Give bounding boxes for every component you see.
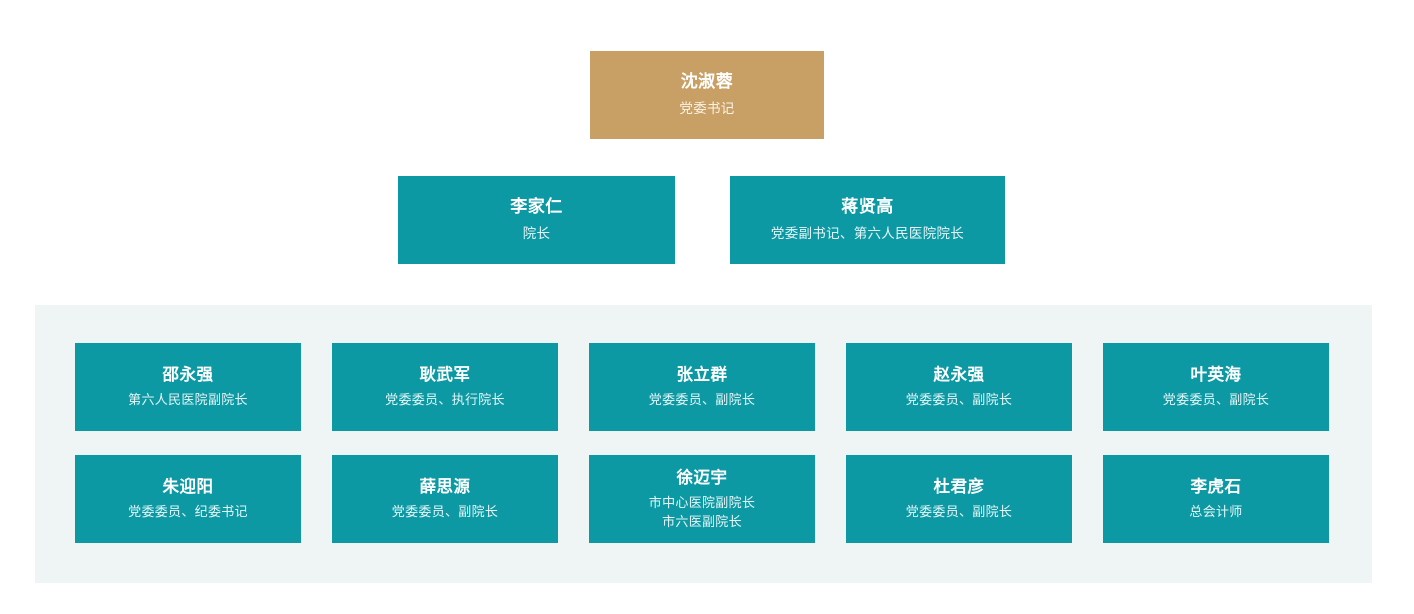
person-title-line: 第六人民医院副院长 [128, 392, 248, 408]
person-name: 李虎石 [1190, 478, 1242, 497]
person-name: 耿武军 [419, 366, 471, 385]
person-title-line: 总会计师 [1189, 504, 1243, 520]
person-title: 院长 [523, 225, 551, 243]
person-name: 薛思源 [419, 478, 471, 497]
person-title: 党委书记 [679, 100, 734, 118]
person-title-line: 党委委员、副院长 [648, 392, 756, 408]
org-level-1-row: 沈淑蓉 党委书记 [0, 51, 1414, 139]
org-card-level3-3[interactable]: 赵永强 党委委员、副院长 [846, 343, 1072, 431]
person-title: 党委委员、纪委书记 [128, 503, 248, 521]
org-level-2-row: 李家仁 院长 蒋贤高 党委副书记、第六人民医院院长 [398, 176, 1005, 264]
person-title: 党委委员、副院长 [649, 391, 755, 409]
person-title: 党委委员、副院长 [906, 391, 1012, 409]
person-title-line: 市六医副院长 [662, 513, 742, 529]
org-card-level3-1[interactable]: 耿武军 党委委员、执行院长 [332, 343, 558, 431]
person-title-line: 党委委员、执行院长 [385, 392, 505, 408]
person-title-line: 党委委员、纪委书记 [128, 504, 248, 520]
org-card-level3-9[interactable]: 李虎石 总会计师 [1103, 455, 1329, 543]
org-card-level3-2[interactable]: 张立群 党委委员、副院长 [589, 343, 815, 431]
person-name: 邵永强 [162, 366, 214, 385]
person-title-line: 党委书记 [679, 101, 735, 117]
person-title: 党委委员、执行院长 [385, 391, 505, 409]
org-card-level1-0[interactable]: 沈淑蓉 党委书记 [590, 51, 824, 139]
person-title: 市中心医院副院长 市六医副院长 [649, 494, 755, 531]
person-name: 杜君彦 [933, 478, 985, 497]
org-card-level2-0[interactable]: 李家仁 院长 [398, 176, 675, 264]
person-title-line: 党委委员、副院长 [1162, 392, 1270, 408]
person-title-line: 院长 [522, 226, 551, 242]
org-card-level3-8[interactable]: 杜君彦 党委委员、副院长 [846, 455, 1072, 543]
org-card-level2-1[interactable]: 蒋贤高 党委副书记、第六人民医院院长 [730, 176, 1005, 264]
person-title: 第六人民医院副院长 [128, 391, 248, 409]
person-name: 赵永强 [933, 366, 985, 385]
person-title-line: 党委副书记、第六人民医院院长 [770, 226, 965, 242]
person-title-line: 市中心医院副院长 [648, 495, 756, 511]
org-card-level3-4[interactable]: 叶英海 党委委员、副院长 [1103, 343, 1329, 431]
person-name: 张立群 [676, 366, 728, 385]
person-title-line: 党委委员、副院长 [905, 392, 1013, 408]
person-title: 总会计师 [1189, 503, 1242, 521]
person-title-line: 党委委员、副院长 [905, 504, 1013, 520]
org-card-level3-5[interactable]: 朱迎阳 党委委员、纪委书记 [75, 455, 301, 543]
person-name: 朱迎阳 [162, 478, 214, 497]
person-title: 党委委员、副院长 [906, 503, 1012, 521]
person-name: 李家仁 [510, 197, 563, 217]
person-name: 沈淑蓉 [680, 72, 734, 92]
person-name: 叶英海 [1190, 366, 1242, 385]
person-name: 蒋贤高 [841, 197, 894, 217]
person-title: 党委委员、副院长 [1163, 391, 1269, 409]
org-card-level3-6[interactable]: 薛思源 党委委员、副院长 [332, 455, 558, 543]
person-title: 党委副书记、第六人民医院院长 [771, 225, 964, 243]
person-name: 徐迈宇 [676, 468, 728, 487]
org-card-level3-7[interactable]: 徐迈宇 市中心医院副院长 市六医副院长 [589, 455, 815, 543]
org-level-3-grid: 邵永强 第六人民医院副院长 耿武军 党委委员、执行院长 张立群 党委委员、副院长… [75, 343, 1329, 543]
org-card-level3-0[interactable]: 邵永强 第六人民医院副院长 [75, 343, 301, 431]
person-title-line: 党委委员、副院长 [391, 504, 499, 520]
person-title: 党委委员、副院长 [392, 503, 498, 521]
org-level-3-panel: 邵永强 第六人民医院副院长 耿武军 党委委员、执行院长 张立群 党委委员、副院长… [35, 305, 1372, 583]
